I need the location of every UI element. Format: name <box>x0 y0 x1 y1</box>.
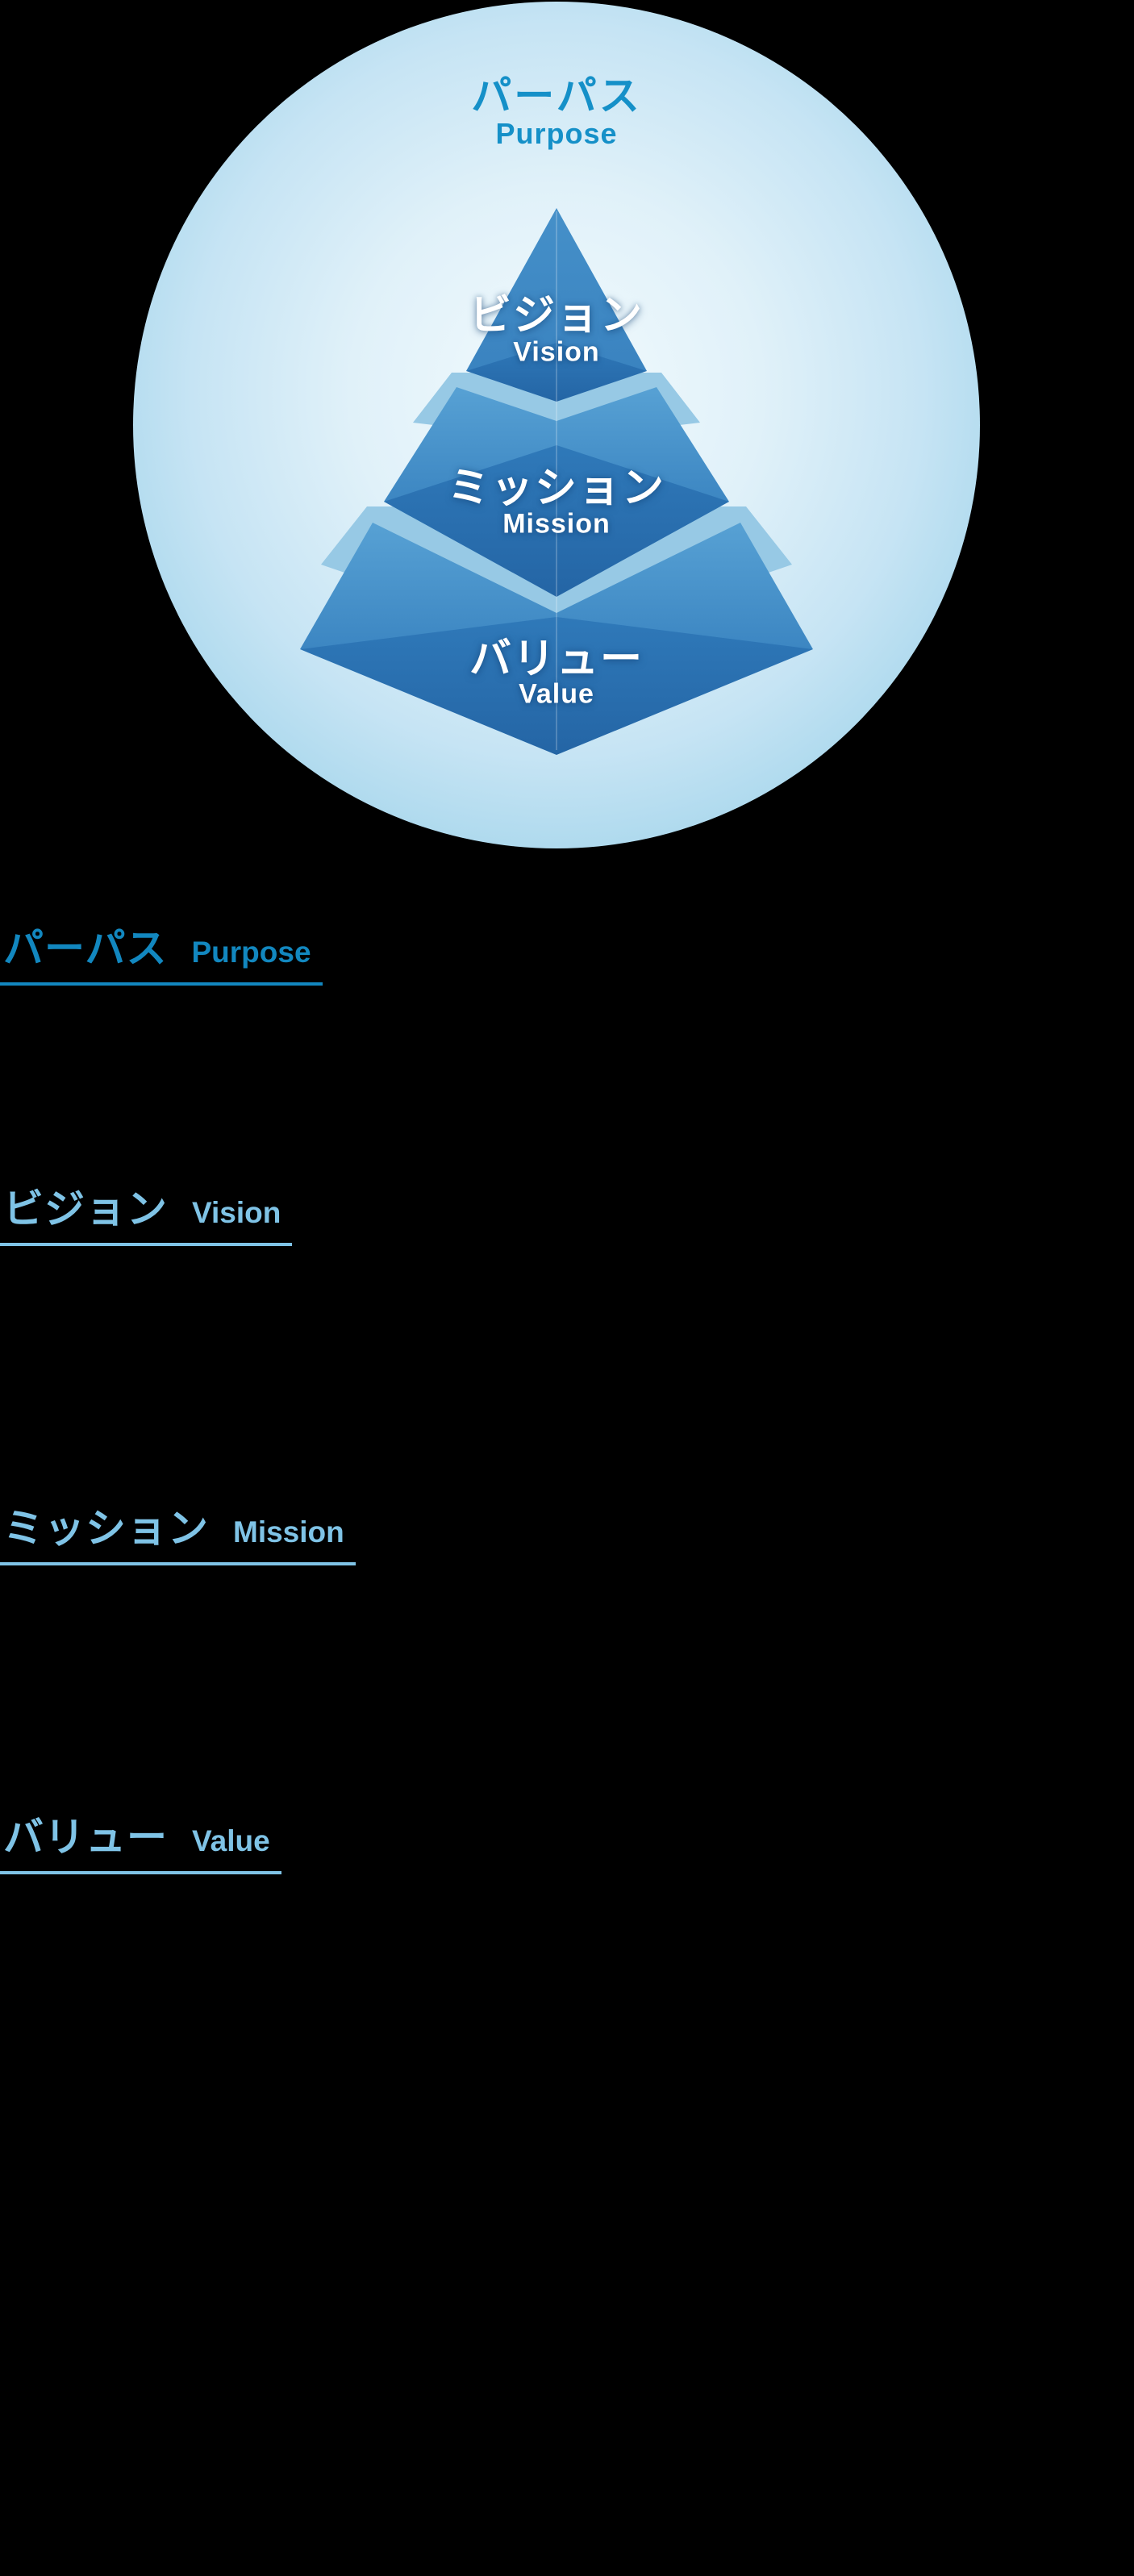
value-tier-side-face <box>300 523 813 649</box>
purpose-pyramid-diagram: パーパス Purpose ビジョン Vision ミッション Mission バ… <box>0 0 1134 863</box>
diagram-top-label-en: Purpose <box>495 117 618 150</box>
mission-tier-side-face <box>384 387 729 502</box>
section-heading-vision-jp: ビジョン <box>3 1186 168 1232</box>
section-heading-mission-en: Mission <box>233 1515 344 1549</box>
section-heading-value-en: Value <box>192 1824 270 1857</box>
mission-tier-label-jp: ミッション <box>447 465 666 512</box>
section-heading-value-jp: バリュー <box>3 1815 168 1860</box>
value-tier-front-face <box>300 617 813 755</box>
mission-tier-label-en: Mission <box>502 508 611 540</box>
vision-tier-label-en: Vision <box>513 336 600 368</box>
mission-tier-front-face <box>384 445 729 597</box>
vision-tier-label-jp: ビジョン <box>469 292 644 340</box>
value-tier-label-jp: バリュー <box>469 636 644 683</box>
section-heading-purpose: パーパス Purpose <box>0 924 323 986</box>
section-heading-purpose-en: Purpose <box>191 936 311 969</box>
vision-tier-side-face <box>466 208 647 371</box>
section-heading-vision-en: Vision <box>192 1196 281 1229</box>
section-heading-value: バリュー Value <box>0 1813 281 1874</box>
section-heading-vision: ビジョン Vision <box>0 1185 293 1246</box>
pyramid-graphic-canvas <box>133 2 980 848</box>
section-heading-mission: ミッション Mission <box>0 1504 356 1565</box>
value-tier-label-en: Value <box>519 678 594 710</box>
vision-tier-front-face <box>466 343 647 402</box>
diagram-top-label-jp: パーパス <box>471 73 642 119</box>
section-heading-mission-jp: ミッション <box>3 1506 209 1551</box>
section-heading-purpose-jp: パーパス <box>3 926 168 971</box>
